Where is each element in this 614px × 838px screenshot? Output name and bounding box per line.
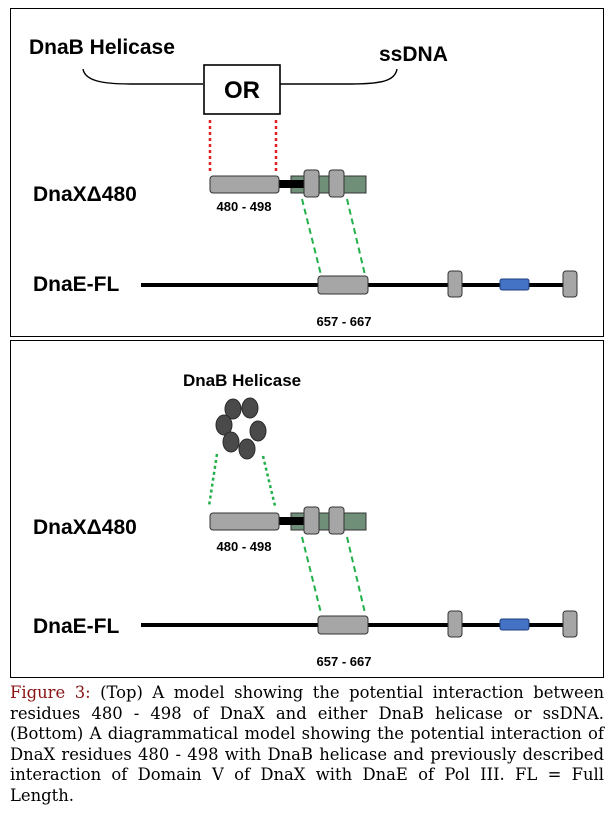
top-panel: DnaB Helicase ssDNA OR DnaXΔ480 480 - 49… — [10, 8, 604, 337]
helicase-subunit — [222, 431, 240, 453]
dnax-range-label: 480 - 498 — [217, 199, 272, 214]
dnae-block-1-bottom — [447, 610, 463, 638]
top-diagram: DnaB Helicase ssDNA OR DnaXΔ480 480 - 49… — [29, 36, 578, 329]
dnax-block-2 — [328, 169, 345, 198]
helicase-subunit — [238, 438, 256, 460]
helicase-subunit — [249, 420, 267, 442]
dnab-helicase-hexamer — [215, 397, 267, 460]
green-dotted-line-right — [261, 455, 277, 507]
bottom-panel: DnaB Helicase DnaXΔ480 480 - 498 DnaE-FL — [10, 340, 604, 678]
dnae-block-1 — [447, 270, 463, 298]
dnax-block-2-bottom — [328, 506, 345, 535]
green-dashed-line-right-bottom — [346, 536, 366, 614]
green-dashed-line-left-bottom — [301, 536, 322, 614]
dnae-blue-domain-bottom — [499, 618, 530, 631]
helicase-subunit — [215, 414, 233, 436]
dnae-label: DnaE-FL — [33, 273, 120, 296]
dnae-range-label-bottom: 657 - 667 — [317, 654, 372, 669]
dnax-block-1-bottom — [303, 506, 320, 535]
dnae-block-2-bottom — [562, 610, 578, 638]
green-dotted-line-left — [207, 453, 219, 507]
dnae-block-2 — [562, 270, 578, 298]
or-label: OR — [224, 77, 260, 104]
brace-right — [279, 68, 398, 85]
caption-text: (Top) A model showing the potential inte… — [10, 683, 604, 805]
dnax-block-1 — [303, 169, 320, 198]
dnae-blue-domain — [499, 278, 530, 291]
helicase-label-bottom: DnaB Helicase — [183, 371, 301, 390]
bottom-diagram: DnaB Helicase DnaXΔ480 480 - 498 DnaE-FL — [33, 371, 578, 669]
ssdna-label: ssDNA — [379, 43, 448, 66]
green-dashed-line-left — [301, 198, 322, 276]
helicase-subunit — [241, 397, 259, 419]
dnax-label: DnaXΔ480 — [33, 183, 137, 206]
dnax-range-label-bottom: 480 - 498 — [217, 539, 272, 554]
figure-label: Figure 3: — [10, 683, 91, 702]
dnax-linker — [275, 180, 305, 188]
dnae-label-bottom: DnaE-FL — [33, 615, 120, 638]
figure-caption: Figure 3: (Top) A model showing the pote… — [10, 683, 604, 807]
dnae-657-667-segment-bottom — [317, 615, 369, 635]
brace-left — [82, 68, 203, 85]
dnae-range-label: 657 - 667 — [317, 314, 372, 329]
dnax-label-bottom: DnaXΔ480 — [33, 516, 137, 539]
dnae-657-667-segment — [317, 275, 369, 295]
helicase-label: DnaB Helicase — [29, 36, 175, 59]
helicase-subunit — [224, 398, 242, 420]
or-box — [203, 64, 281, 115]
dnax-linker-bottom — [275, 517, 305, 525]
green-dashed-line-right — [346, 198, 366, 276]
dnax-480-498-segment — [209, 175, 280, 194]
dnax-480-498-segment-bottom — [209, 512, 280, 531]
